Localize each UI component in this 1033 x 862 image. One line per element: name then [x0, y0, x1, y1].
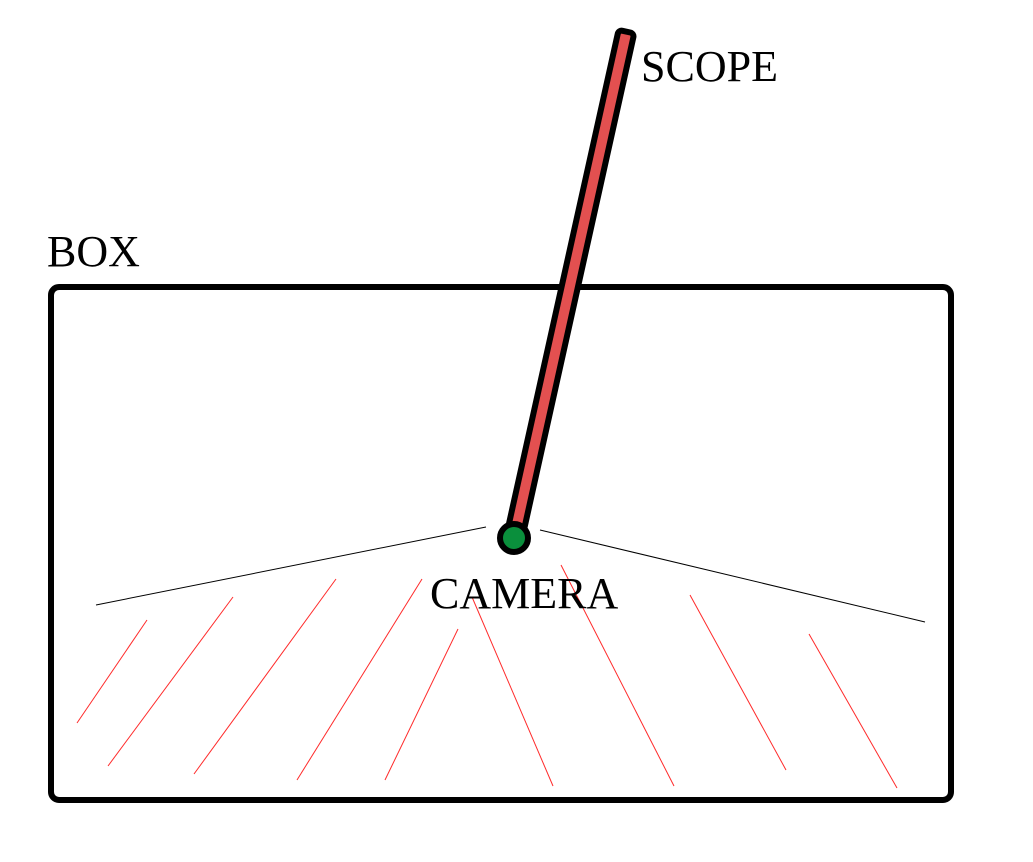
camera-icon — [497, 521, 531, 555]
view-ray — [689, 594, 787, 771]
view-ray — [560, 564, 675, 787]
view-ray — [808, 633, 898, 789]
scope-label: SCOPE — [641, 42, 778, 91]
scope — [504, 27, 637, 540]
box-label: BOX — [47, 227, 140, 276]
box-outline — [48, 284, 954, 803]
view-ray — [471, 596, 554, 787]
view-ray — [384, 628, 459, 781]
view-ray — [296, 578, 423, 781]
fov-left-boundary — [95, 526, 487, 606]
fov-right-boundary — [539, 529, 926, 623]
view-ray — [107, 596, 234, 767]
view-ray — [193, 578, 337, 775]
camera-label: CAMERA — [430, 569, 618, 618]
view-ray — [76, 619, 148, 724]
scope-body — [504, 27, 637, 540]
view-rays — [76, 564, 898, 789]
